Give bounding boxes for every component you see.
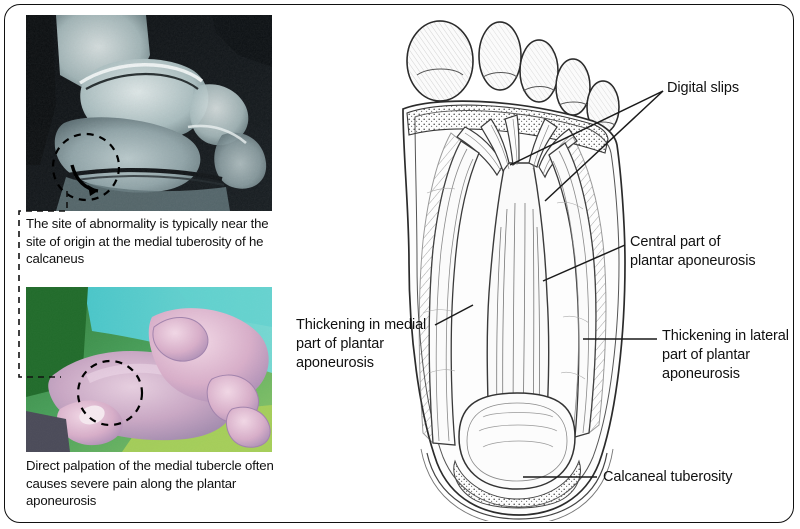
label-digital-slips: Digital slips bbox=[667, 80, 740, 96]
photo-caption: Direct palpation of the medial tubercle … bbox=[26, 458, 274, 508]
abnormality-marker-circle bbox=[51, 132, 121, 202]
label-calcaneal-tuberosity: Calcaneal tuberosity bbox=[603, 469, 733, 485]
figure-frame: The site of abnormality is typically nea… bbox=[4, 4, 794, 523]
label-thickening-medial: Thickening in medial part of plantar apo… bbox=[296, 317, 427, 371]
palpation-marker-circle bbox=[76, 359, 144, 427]
plantar-foot-illustration bbox=[393, 13, 643, 522]
clinical-photo bbox=[26, 287, 272, 452]
mri-caption: The site of abnormality is typically nea… bbox=[26, 216, 269, 266]
mri-image bbox=[26, 15, 272, 211]
label-central-part: Central part of plantar aponeurosis bbox=[630, 234, 756, 269]
label-thickening-lateral: Thickening in lateral part of plantar ap… bbox=[662, 328, 789, 382]
